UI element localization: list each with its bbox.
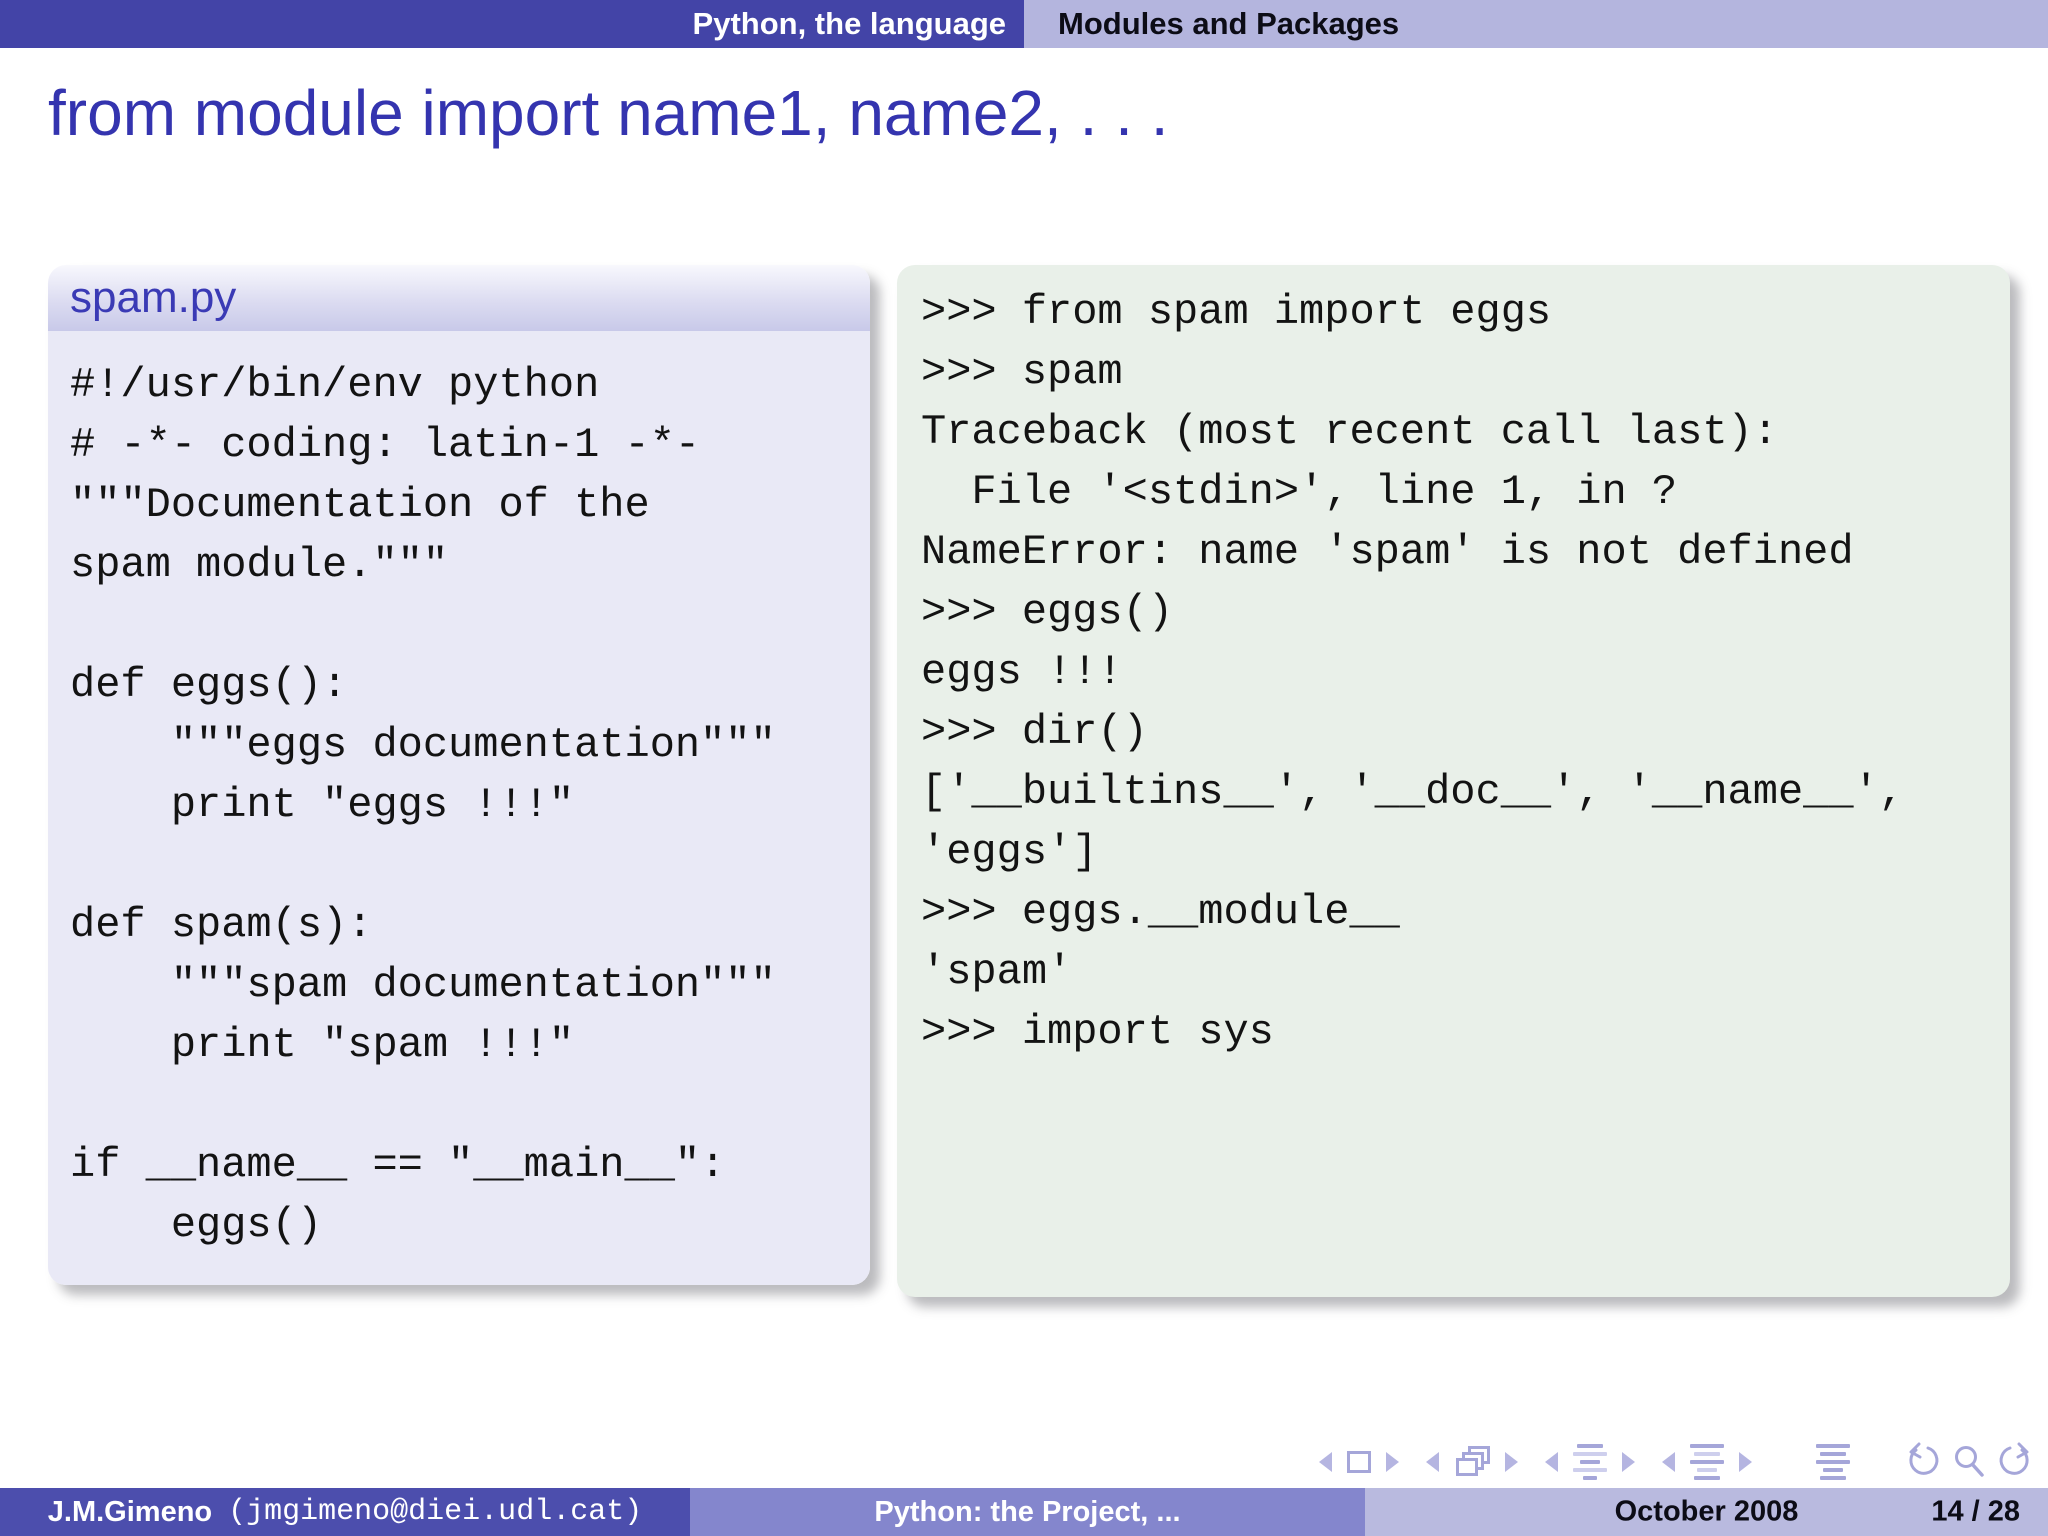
- repl-example-block: >>> from spam import eggs >>> spam Trace…: [897, 265, 2010, 1297]
- nav-group-history: [1902, 1442, 2036, 1482]
- header-section-right-label: Modules and Packages: [1058, 6, 1400, 41]
- appendix-lines-icon[interactable]: [1816, 1444, 1850, 1480]
- subsection-lines-icon[interactable]: [1573, 1444, 1607, 1480]
- search-icon[interactable]: [1949, 1442, 1989, 1482]
- footer-author: J.M.Gimeno: [47, 1495, 213, 1528]
- section-lines-icon[interactable]: [1690, 1444, 1724, 1480]
- code-block-header: spam.py: [48, 265, 870, 331]
- header-section-left-label: Python, the language: [692, 6, 1006, 41]
- prev-subsection-icon[interactable]: [1545, 1452, 1558, 1472]
- code-block-spam-py: spam.py #!/usr/bin/env python # -*- codi…: [48, 265, 870, 1285]
- header-section-python-language[interactable]: Python, the language: [0, 0, 1024, 48]
- code-block-body: #!/usr/bin/env python # -*- coding: lati…: [48, 331, 870, 1285]
- footer-date-section: October 2008 14 / 28: [1365, 1488, 2048, 1536]
- history-forward-icon[interactable]: [1996, 1442, 2036, 1482]
- history-back-icon[interactable]: [1902, 1442, 1942, 1482]
- nav-group-slide: [1319, 1451, 1399, 1473]
- footer-page-number: 14 / 28: [1931, 1495, 2020, 1528]
- nav-group-appendix: [1816, 1444, 1850, 1480]
- footer-author-section: J.M.Gimeno (jmgimeno@diei.udl.cat): [0, 1488, 690, 1536]
- slide-title: from module import name1, name2, . . .: [48, 77, 1169, 149]
- slide-frame-icon[interactable]: [1347, 1451, 1371, 1473]
- nav-group-section: [1662, 1444, 1752, 1480]
- next-frame-icon[interactable]: [1505, 1452, 1518, 1472]
- code-block-title: spam.py: [70, 273, 237, 322]
- nav-group-frame: [1426, 1446, 1518, 1478]
- spam-py-source-code: #!/usr/bin/env python # -*- coding: lati…: [70, 361, 776, 1249]
- header-bar: Python, the language Modules and Package…: [0, 0, 2048, 48]
- navigation-bar: [1292, 1442, 2036, 1482]
- repl-session-text: >>> from spam import eggs >>> spam Trace…: [921, 288, 1904, 1056]
- footer-presentation-title: Python: the Project, ...: [874, 1495, 1181, 1528]
- footer-email: (jmgimeno@diei.udl.cat): [228, 1495, 643, 1529]
- frames-stack-icon[interactable]: [1454, 1446, 1490, 1478]
- next-section-icon[interactable]: [1739, 1452, 1752, 1472]
- next-subsection-icon[interactable]: [1622, 1452, 1635, 1472]
- prev-frame-icon[interactable]: [1426, 1452, 1439, 1472]
- prev-section-icon[interactable]: [1662, 1452, 1675, 1472]
- footer-title-section: Python: the Project, ...: [690, 1488, 1365, 1536]
- frame-layer-icon: [1456, 1458, 1478, 1476]
- prev-slide-icon[interactable]: [1319, 1452, 1332, 1472]
- header-section-modules-packages[interactable]: Modules and Packages: [1024, 0, 2048, 48]
- nav-group-subsection: [1545, 1444, 1635, 1480]
- next-slide-icon[interactable]: [1386, 1452, 1399, 1472]
- footer-bar: J.M.Gimeno (jmgimeno@diei.udl.cat) Pytho…: [0, 1488, 2048, 1536]
- footer-date: October 2008: [1614, 1495, 1799, 1528]
